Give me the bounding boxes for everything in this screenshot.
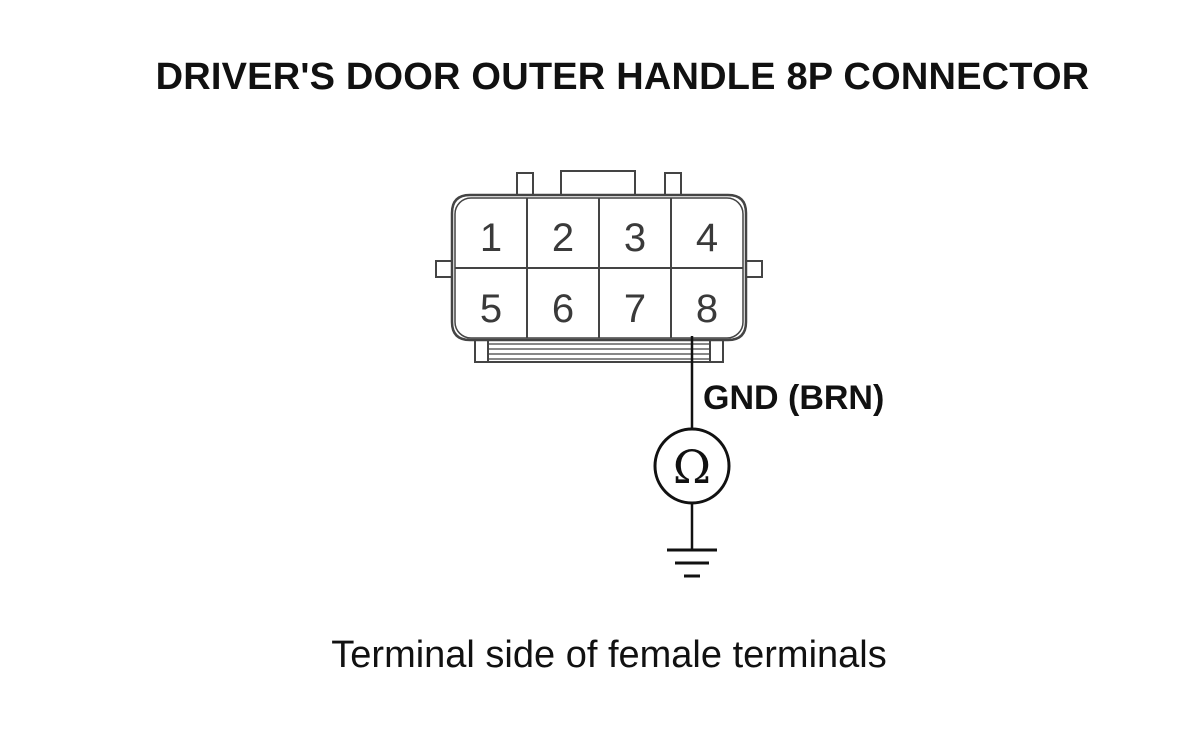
pin-2-label: 2 (552, 216, 574, 260)
ground-icon (667, 548, 717, 578)
diagram-title: DRIVER'S DOOR OUTER HANDLE 8P CONNECTOR (155, 56, 1090, 98)
pin-1-label: 1 (480, 216, 502, 260)
connector-left-nub (435, 260, 454, 278)
connector-top-latch (516, 170, 682, 196)
diagram-caption: Terminal side of female terminals (331, 634, 887, 676)
connector-grid-lines (455, 198, 743, 338)
pin-5-label: 5 (480, 287, 502, 331)
connector-right-nub (744, 260, 763, 278)
ohmmeter-icon: Ω (653, 427, 731, 505)
wire-label: GND (BRN) (703, 379, 884, 417)
meter-symbol: Ω (673, 440, 711, 494)
pin-8-label: 8 (696, 287, 718, 331)
pin-3-label: 3 (624, 216, 646, 260)
connector-bottom-rail (474, 340, 724, 363)
pin-4-label: 4 (696, 216, 718, 260)
pin-6-label: 6 (552, 287, 574, 331)
pin-7-label: 7 (624, 287, 646, 331)
